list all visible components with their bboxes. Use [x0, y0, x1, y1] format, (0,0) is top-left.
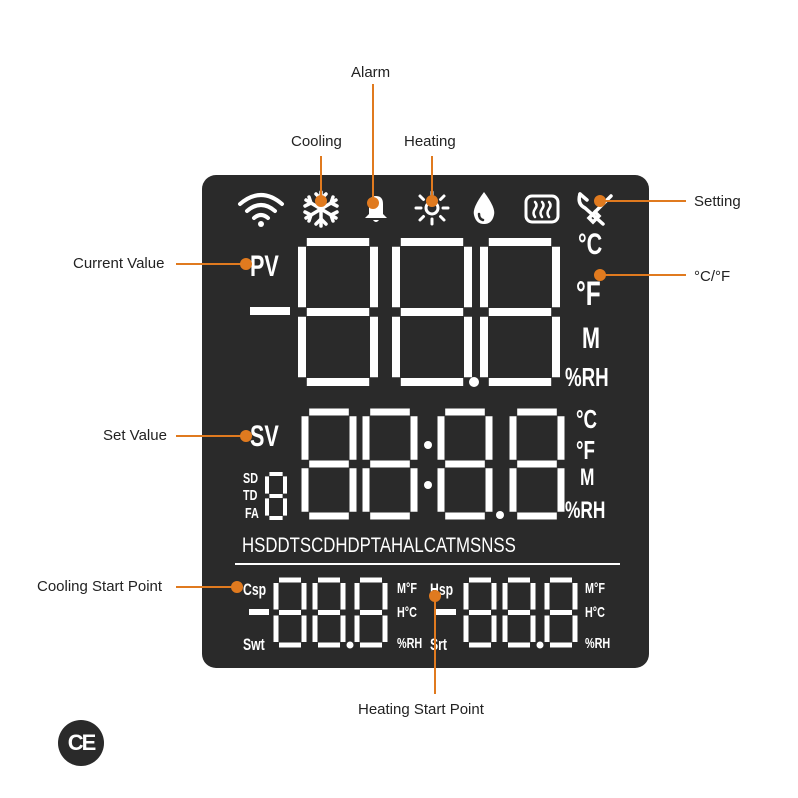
- heating-callout: Heating: [404, 133, 456, 150]
- current-value-callout: Current Value: [73, 255, 165, 272]
- sv-digit-1: [301, 408, 357, 520]
- pv-unit-f: °F: [576, 275, 601, 313]
- hsp-digit-1: [463, 577, 497, 648]
- ce-logo: CE: [58, 720, 104, 766]
- csp-label: Csp: [243, 580, 267, 599]
- swt-label: Swt: [243, 635, 265, 654]
- mode-label-td: TD: [243, 487, 258, 504]
- wifi-icon: [238, 193, 284, 227]
- divider-line: [235, 563, 620, 565]
- droplet-icon: [473, 192, 495, 224]
- hsp-unit-hc: H°C: [585, 604, 605, 621]
- sv-unit-rh: %RH: [565, 497, 606, 524]
- sv-unit-f: °F: [576, 435, 595, 465]
- hsp-digit-2: [502, 577, 536, 648]
- cooling-start-callout: Cooling Start Point: [37, 578, 163, 595]
- mode-label-fa: FA: [245, 505, 259, 522]
- sv-digit-3: [437, 408, 493, 520]
- csp-unit-hc: H°C: [397, 604, 417, 621]
- mode-label-sd: SD: [243, 470, 259, 487]
- sv-label: SV: [250, 420, 279, 453]
- pv-unit-m: M: [582, 322, 600, 355]
- csp-decimal-point: [346, 641, 354, 649]
- sv-unit-c: °C: [576, 404, 598, 434]
- alarm-callout: Alarm: [351, 64, 391, 81]
- srt-label: Srt: [430, 635, 448, 654]
- pv-digit-3: [480, 238, 560, 386]
- pv-unit-rh: %RH: [565, 362, 609, 392]
- sv-colon-top: [424, 441, 432, 449]
- pv-label: PV: [250, 250, 279, 283]
- defrost-icon: [524, 194, 560, 224]
- set-value-callout: Set Value: [103, 427, 167, 444]
- sv-digit-2: [362, 408, 418, 520]
- csp-digit-1: [273, 577, 307, 648]
- unit-toggle-callout: °C/°F: [694, 268, 731, 285]
- pv-decimal-point: [469, 377, 479, 387]
- hsp-digit-3: [544, 577, 578, 648]
- csp-unit-rh: %RH: [397, 635, 423, 652]
- hsp-unit-rh: %RH: [585, 635, 611, 652]
- hsp-decimal-point: [536, 641, 544, 649]
- sv-unit-m: M: [580, 464, 595, 491]
- cooling-callout: Cooling: [291, 133, 342, 150]
- hsp-unit-mf: M°F: [585, 580, 605, 597]
- mode-digit: [265, 472, 287, 520]
- pv-digit-1: [298, 238, 378, 386]
- csp-digit-2: [312, 577, 346, 648]
- pv-digit-2: [392, 238, 472, 386]
- sv-decimal-point: [496, 511, 504, 519]
- sv-digit-4: [509, 408, 565, 520]
- setting-callout: Setting: [694, 193, 741, 210]
- status-row: HSDDTSCDHDPTAHALCATMSNSS: [242, 534, 516, 557]
- hsp-label: Hsp: [430, 580, 454, 599]
- heating-start-callout: Heating Start Point: [358, 701, 484, 718]
- pv-unit-c: °C: [578, 228, 603, 261]
- csp-unit-mf: M°F: [397, 580, 417, 597]
- sv-colon-bottom: [424, 481, 432, 489]
- csp-digit-3: [354, 577, 388, 648]
